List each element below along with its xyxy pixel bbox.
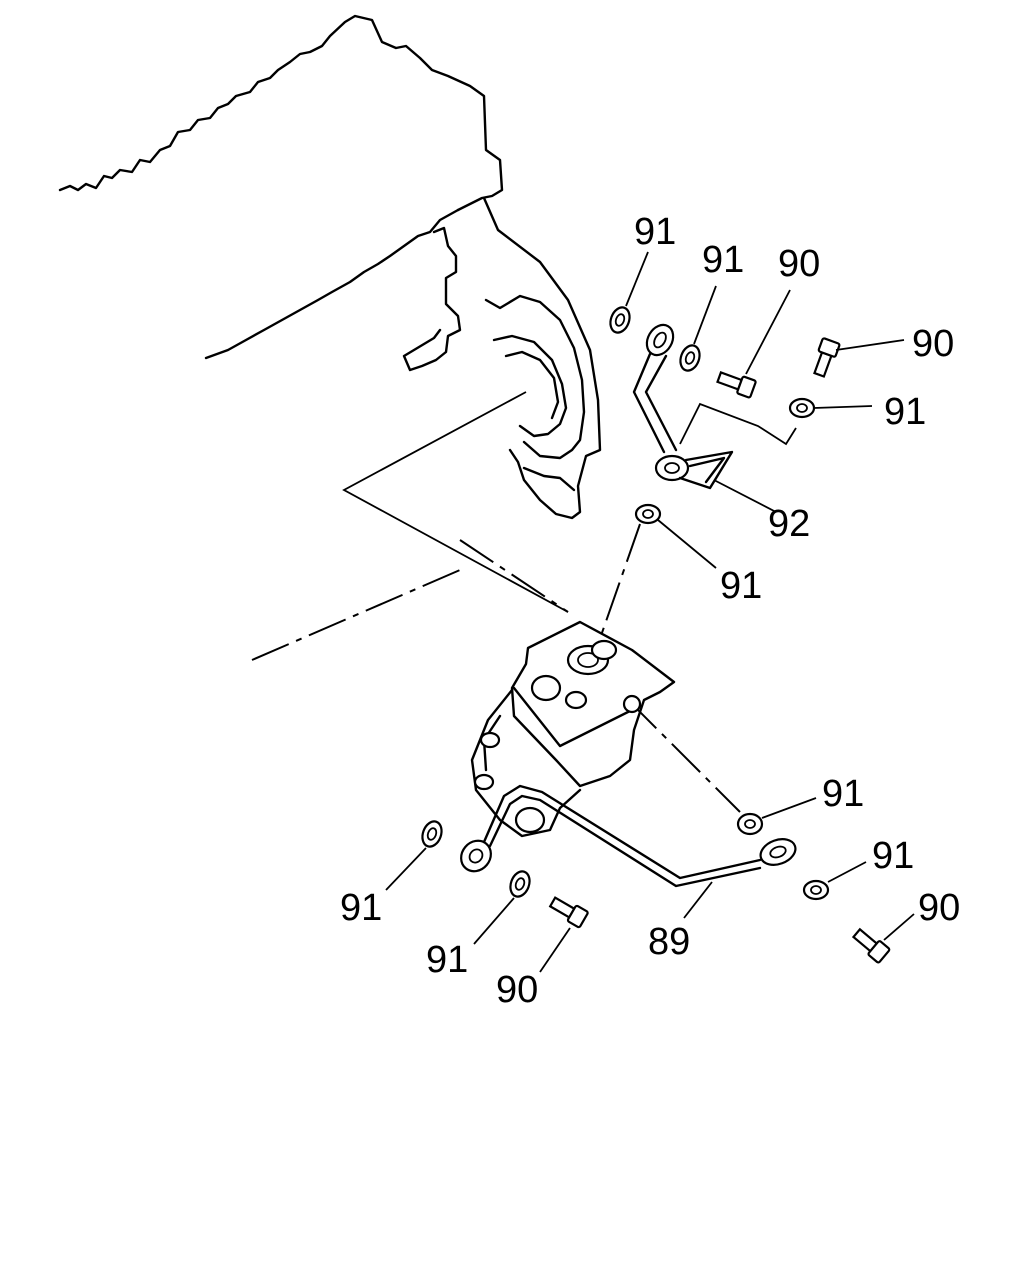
callout-90: 90 (918, 887, 960, 929)
pump-body (470, 620, 676, 838)
callout-92: 92 (768, 503, 810, 545)
callout-91: 91 (884, 391, 926, 433)
callout-91: 91 (702, 239, 744, 281)
callout-91: 91 (872, 835, 914, 877)
callout-labels: 91 91 90 90 91 92 91 91 91 91 90 91 89 9… (340, 211, 960, 1011)
washers (421, 306, 830, 901)
bolts (548, 337, 891, 964)
callout-91: 91 (340, 887, 382, 929)
pipe-89 (460, 784, 797, 888)
callout-91: 91 (822, 773, 864, 815)
engine-block (58, 14, 602, 520)
callout-90: 90 (496, 969, 538, 1011)
pipe-92 (632, 323, 734, 490)
callout-89: 89 (648, 921, 690, 963)
callout-90: 90 (778, 243, 820, 285)
callout-90: 90 (912, 323, 954, 365)
callout-91: 91 (720, 565, 762, 607)
callout-91: 91 (634, 211, 676, 253)
callout-91: 91 (426, 939, 468, 981)
leader-lines (385, 251, 915, 973)
centerlines (251, 391, 797, 813)
